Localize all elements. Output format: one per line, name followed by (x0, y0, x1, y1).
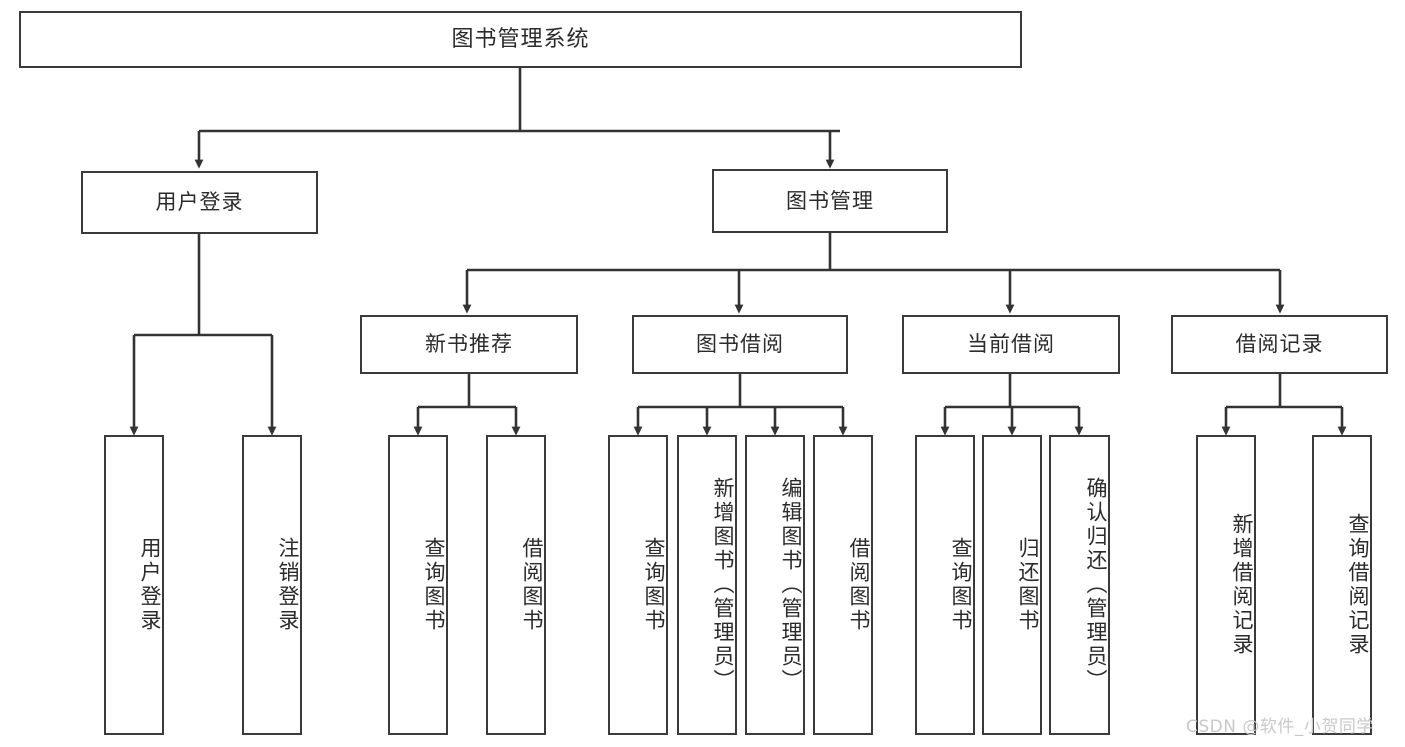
node-label: 当前借阅 (967, 332, 1055, 357)
node-label: 归还图书 (1016, 537, 1040, 633)
node-book-borrow[interactable]: 图书借阅 (632, 315, 848, 374)
node-label: 新增图书（管理员） (711, 477, 735, 693)
leaf-record-add-borrow-record[interactable]: 新增借阅记录 (1196, 435, 1256, 735)
leaf-borrow-edit-book-admin[interactable]: 编辑图书（管理员） (745, 435, 805, 735)
node-label: 查询借阅记录 (1346, 513, 1370, 657)
node-label: 查询图书 (422, 537, 446, 633)
node-book-management[interactable]: 图书管理 (712, 169, 948, 233)
node-root-system[interactable]: 图书管理系统 (19, 11, 1022, 68)
node-label: 新书推荐 (425, 332, 513, 357)
node-label: 查询图书 (949, 537, 973, 633)
leaf-current-query-book[interactable]: 查询图书 (915, 435, 975, 735)
leaf-borrow-add-book-admin[interactable]: 新增图书（管理员） (677, 435, 737, 735)
node-current-borrow[interactable]: 当前借阅 (902, 315, 1120, 374)
node-label: 图书管理系统 (451, 26, 590, 52)
node-label: 借阅图书 (520, 537, 544, 633)
node-label: 注销登录 (276, 537, 300, 633)
node-label: 用户登录 (138, 537, 162, 633)
leaf-borrow-query-book[interactable]: 查询图书 (608, 435, 668, 735)
leaf-borrow-borrow-book[interactable]: 借阅图书 (813, 435, 873, 735)
node-label: 图书管理 (786, 188, 874, 213)
node-label: 确认归还（管理员） (1084, 477, 1108, 693)
node-label: 编辑图书（管理员） (779, 477, 803, 693)
leaf-logout[interactable]: 注销登录 (242, 435, 302, 735)
node-label: 借阅图书 (847, 537, 871, 633)
node-borrow-record[interactable]: 借阅记录 (1171, 315, 1388, 374)
node-new-book-recommend[interactable]: 新书推荐 (360, 315, 578, 374)
node-label: 借阅记录 (1235, 332, 1324, 357)
node-label: 图书借阅 (696, 332, 784, 357)
leaf-user-login[interactable]: 用户登录 (104, 435, 164, 735)
node-label: 用户登录 (155, 190, 244, 215)
leaf-recommend-borrow-book[interactable]: 借阅图书 (486, 435, 546, 735)
leaf-recommend-query-book[interactable]: 查询图书 (388, 435, 448, 735)
leaf-current-return-book[interactable]: 归还图书 (982, 435, 1042, 735)
node-label: 查询图书 (642, 537, 666, 633)
csdn-watermark: CSDN @软件_小贺同学 (1186, 717, 1374, 737)
node-label: 新增借阅记录 (1230, 513, 1254, 657)
leaf-record-query-borrow-record[interactable]: 查询借阅记录 (1312, 435, 1372, 735)
node-user-login[interactable]: 用户登录 (81, 171, 318, 234)
leaf-current-confirm-return-admin[interactable]: 确认归还（管理员） (1049, 435, 1110, 735)
